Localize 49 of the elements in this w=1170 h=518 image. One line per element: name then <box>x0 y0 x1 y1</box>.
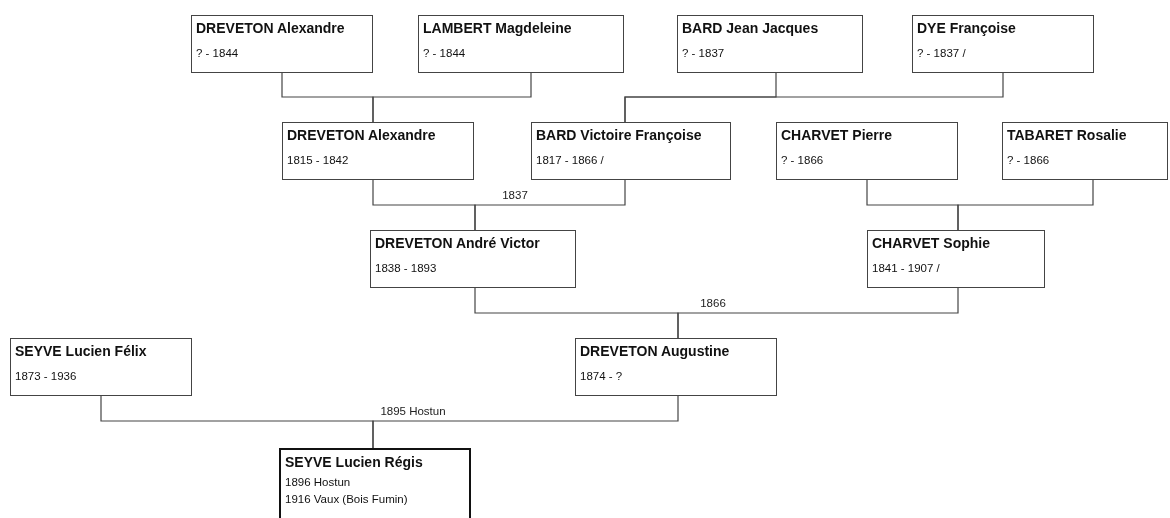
life-dates: 1841 - 1907 / <box>872 261 941 275</box>
person-box <box>10 338 192 396</box>
person-box <box>191 15 373 73</box>
edge-label: 1837 <box>500 188 530 202</box>
person-box <box>677 15 863 73</box>
person-name: DREVETON Alexandre <box>287 126 437 144</box>
life-dates: ? - 1866 <box>1007 153 1051 167</box>
person-box <box>912 15 1094 73</box>
person-name: CHARVET Sophie <box>872 234 991 252</box>
family-line <box>677 287 959 339</box>
person-box <box>1002 122 1168 180</box>
person-box <box>279 448 471 518</box>
edge-label: 1866 <box>698 296 728 310</box>
edge-label: 1895 Hostun <box>378 404 448 418</box>
person-name: DREVETON Augustine <box>580 342 731 360</box>
family-line <box>624 72 1004 123</box>
life-dates: 1838 - 1893 <box>375 261 438 275</box>
life-dates: 1817 - 1866 / <box>536 153 605 167</box>
person-name: DREVETON Alexandre <box>196 19 346 37</box>
life-dates: 1916 Vaux (Bois Fumin) <box>285 492 409 506</box>
person-box <box>282 122 474 180</box>
life-dates: 1874 - ? <box>580 369 624 383</box>
life-dates: ? - 1837 / <box>917 46 967 60</box>
person-name: SEYVE Lucien Félix <box>15 342 148 360</box>
person-box <box>575 338 777 396</box>
family-line <box>957 179 1094 231</box>
person-name: SEYVE Lucien Régis <box>285 453 424 471</box>
person-name: CHARVET Pierre <box>781 126 893 144</box>
life-dates: ? - 1844 <box>423 46 467 60</box>
person-name: BARD Victoire Françoise <box>536 126 703 144</box>
life-dates: 1815 - 1842 <box>287 153 350 167</box>
life-dates: 1873 - 1936 <box>15 369 78 383</box>
family-line <box>474 179 626 231</box>
person-box <box>776 122 958 180</box>
life-dates: 1896 Hostun <box>285 475 352 489</box>
person-box <box>370 230 576 288</box>
person-box <box>867 230 1045 288</box>
person-name: DREVETON André Victor <box>375 234 541 252</box>
person-name: DYE Françoise <box>917 19 1017 37</box>
family-line <box>372 72 532 123</box>
person-name: LAMBERT Magdeleine <box>423 19 573 37</box>
life-dates: ? - 1844 <box>196 46 240 60</box>
person-box <box>418 15 624 73</box>
life-dates: ? - 1866 <box>781 153 825 167</box>
person-box <box>531 122 731 180</box>
life-dates: ? - 1837 <box>682 46 726 60</box>
person-name: BARD Jean Jacques <box>682 19 820 37</box>
person-name: TABARET Rosalie <box>1007 126 1128 144</box>
family-line <box>372 395 679 449</box>
